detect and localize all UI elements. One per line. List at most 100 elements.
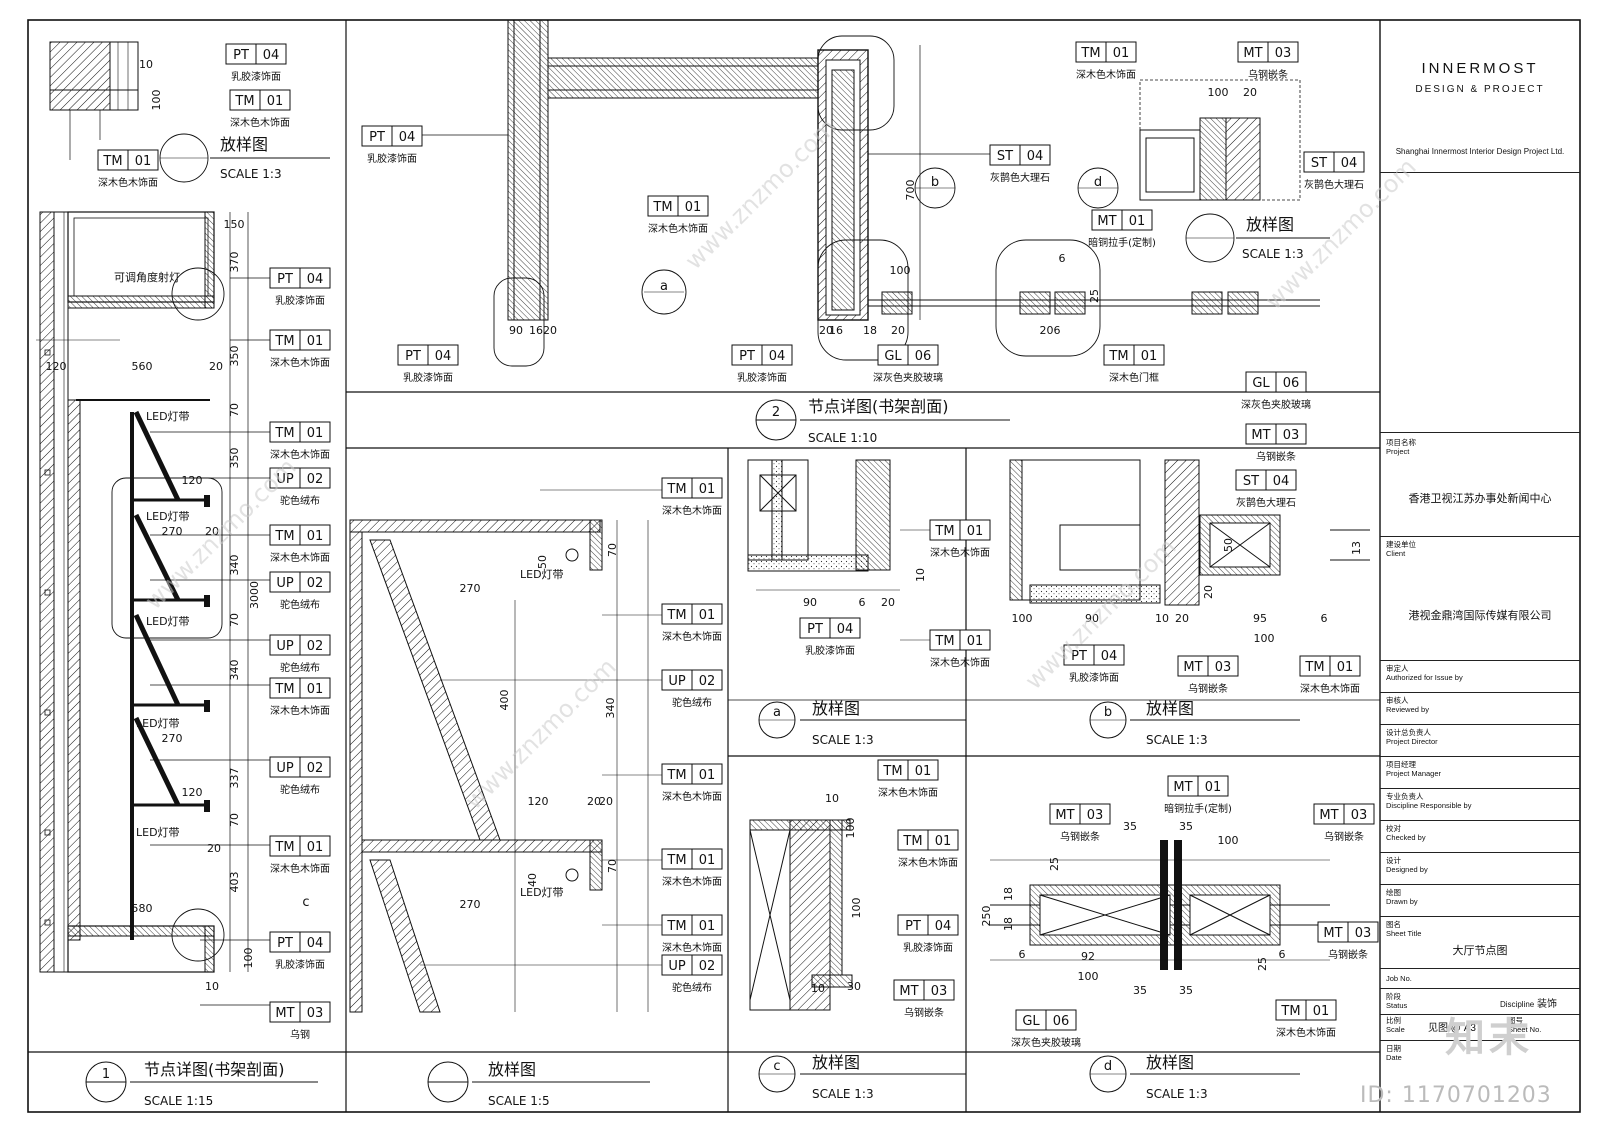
dimension-text: 40 (526, 873, 539, 887)
material-description: 深木色木饰面 (230, 116, 290, 129)
dimension-text: 70 (228, 403, 241, 417)
dimension-text: 70 (606, 859, 619, 873)
material-code: PT (369, 130, 385, 145)
material-number: 03 (1351, 808, 1368, 823)
dimension-text: 100 (150, 90, 163, 111)
detail-scale: SCALE 1:3 (812, 733, 874, 747)
material-code: TM (274, 682, 294, 697)
dimension-text: 120 (182, 474, 203, 487)
material-number: 06 (1053, 1014, 1070, 1029)
dimension-text: 13 (1350, 541, 1363, 555)
material-code: MT (1251, 428, 1270, 443)
material-description: 深木色木饰面 (270, 704, 330, 717)
dimension-text: 35 (1179, 984, 1193, 997)
detail-b (1009, 459, 1370, 739)
detail-scale: SCALE 1:15 (144, 1094, 213, 1108)
dimension-text: 50 (1222, 538, 1235, 552)
dimension-text: 6 (1321, 612, 1328, 625)
material-number: 01 (1113, 46, 1130, 61)
material-number: 01 (699, 919, 716, 934)
material-code: ST (1311, 156, 1327, 171)
material-code: ST (1243, 474, 1259, 489)
material-description: 深灰色夹胶玻璃 (873, 371, 943, 384)
material-code: TM (102, 154, 122, 169)
material-number: 02 (307, 576, 324, 591)
detail-title: 放样图 (812, 1053, 860, 1072)
detail-a (747, 459, 930, 739)
material-description: 灰鹊色大理石 (990, 171, 1050, 184)
material-number: 01 (967, 634, 984, 649)
material-code: UP (276, 472, 294, 487)
dimension-text: 70 (228, 813, 241, 827)
material-description: 深木色木饰面 (878, 786, 938, 799)
material-description: 乳胶漆饰面 (275, 958, 325, 971)
detail-title: 节点详图(书架剖面) (144, 1060, 285, 1079)
material-description: 深木色木饰面 (270, 448, 330, 461)
led-label: LED灯带 (146, 615, 190, 628)
dimension-text: 16 (829, 324, 843, 337)
detail-scale: SCALE 1:3 (1242, 247, 1304, 261)
dimension-text: 95 (1253, 612, 1267, 625)
dimension-text: 400 (498, 690, 511, 711)
callout-b: b (931, 175, 939, 190)
material-description: 深木色木饰面 (930, 656, 990, 669)
dimension-text: 340 (228, 555, 241, 576)
material-description: 驼色绒布 (672, 981, 712, 994)
dimension-text: 16 (529, 324, 543, 337)
material-number: 04 (1101, 649, 1118, 664)
led-label: LED灯带 (520, 568, 564, 581)
material-number: 04 (1341, 156, 1358, 171)
dimension-text: 70 (228, 613, 241, 627)
material-number: 01 (699, 608, 716, 623)
material-code: MT (1319, 808, 1338, 823)
dimension-text: 700 (904, 180, 917, 201)
material-code: PT (277, 936, 293, 951)
material-code: TM (1108, 349, 1128, 364)
dimension-text: 120 (528, 795, 549, 808)
material-description: 驼色绒布 (280, 494, 320, 507)
detail-scale: SCALE 1:3 (220, 167, 282, 181)
material-description: 深木色木饰面 (270, 356, 330, 369)
material-description: 乳胶漆饰面 (737, 371, 787, 384)
dimension-text: 18 (1002, 887, 1015, 901)
dimension-text: 340 (604, 698, 617, 719)
material-description: 乳胶漆饰面 (403, 371, 453, 384)
detail-title: 放样图 (1146, 1053, 1194, 1072)
dimension-text: 20 (1175, 612, 1189, 625)
detail-number: b (1104, 705, 1112, 720)
material-code: TM (934, 634, 954, 649)
material-code: UP (276, 639, 294, 654)
detail-number: d (1104, 1059, 1112, 1074)
dimension-text: 90 (509, 324, 523, 337)
material-number: 04 (1027, 149, 1044, 164)
dimension-text: 100 (242, 948, 255, 969)
detail-2-section (420, 19, 1320, 367)
material-code: PT (905, 919, 921, 934)
dimension-text: 10 (139, 58, 153, 71)
dimension-text: 370 (228, 252, 241, 273)
dimension-text: 10 (811, 982, 825, 995)
material-number: 01 (1205, 780, 1222, 795)
dimension-text: 10 (825, 792, 839, 805)
